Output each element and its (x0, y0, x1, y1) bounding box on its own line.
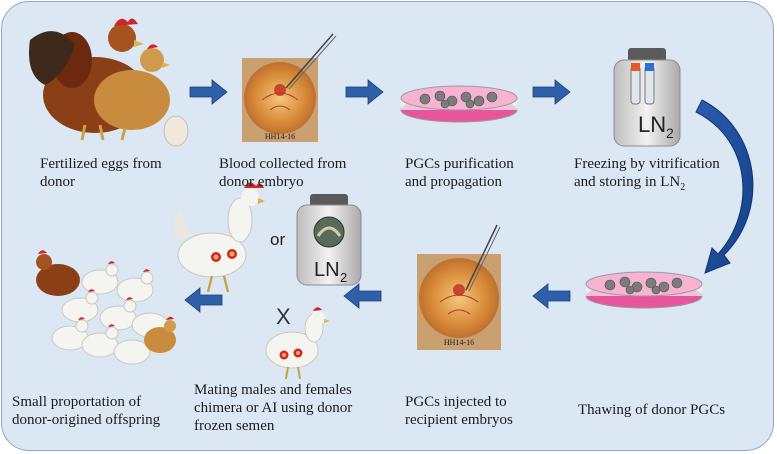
hens-illustration (29, 18, 170, 141)
rooster-illustration (174, 182, 265, 293)
caption-freezing: Freezing by vitrification and storing in… (574, 155, 720, 197)
arrow-left-2 (343, 283, 382, 309)
caption-fertilized-eggs: Fertilized eggs from donor (40, 156, 162, 190)
tank-subscript: 2 (666, 125, 674, 141)
needle-icon (285, 33, 334, 89)
offspring-flock-illustration (36, 250, 176, 365)
caption-blood-collection: Blood collected from donor embryo (219, 156, 347, 190)
arrow-left-1 (532, 283, 571, 309)
caption-pgc-injection: PGCs injected to recipient embryos (405, 394, 513, 428)
caption-pgc-purification: PGCs purification and propagation (405, 156, 514, 190)
tank-label: LN (314, 259, 340, 281)
stage-label: HH14-16 (265, 132, 295, 141)
tank-subscript: 2 (340, 270, 347, 285)
arrow-left-3 (184, 287, 223, 313)
caption-mating: Mating males and females chimera or AI u… (194, 382, 353, 434)
caption-offspring: Small proportation of donor-origined off… (12, 394, 161, 428)
ln2-tank-bottom: LN 2 (296, 194, 362, 286)
arrow-right-1 (189, 79, 228, 105)
curved-arrow (695, 99, 754, 274)
petri-dish-bottom (585, 271, 703, 309)
embryo-illustration-bottom: HH14-16 (417, 224, 501, 350)
arrow-right-3 (532, 79, 571, 105)
or-label: or (270, 230, 285, 249)
caption-thawing: Thawing of donor PGCs (578, 402, 726, 418)
needle-icon (465, 224, 498, 291)
tank-label: LN (638, 112, 666, 137)
stage-label: HH14-16 (444, 338, 474, 347)
arrow-right-2 (345, 79, 384, 105)
petri-dish-top (400, 85, 518, 123)
hen-illustration (265, 307, 330, 380)
egg-icon (163, 115, 189, 147)
ln2-tank-top: LN 2 (613, 48, 681, 147)
caption-freezing-subscript: 2 (680, 182, 686, 193)
embryo-illustration-top: HH14-16 (242, 33, 337, 142)
cross-mark: X (276, 304, 291, 329)
caption-freezing-text: Freezing by vitrification and storing in… (574, 156, 720, 190)
